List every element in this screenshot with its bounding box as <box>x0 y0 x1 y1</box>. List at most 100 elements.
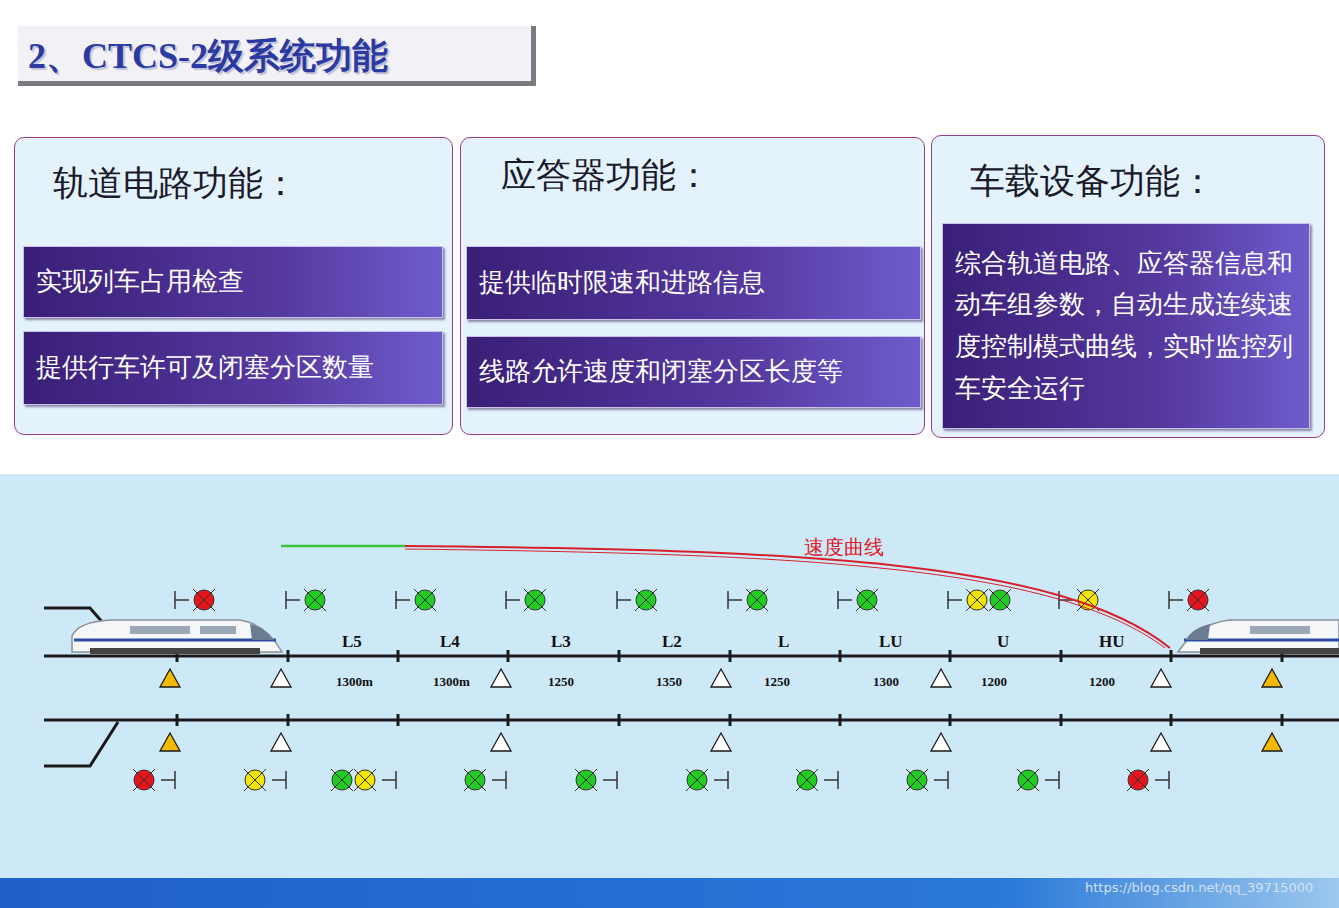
balise-symbol <box>491 669 511 687</box>
signal-lamp <box>525 590 545 610</box>
signal-cross <box>193 589 215 611</box>
signal-cross <box>244 769 266 791</box>
section-ticks <box>177 650 1282 726</box>
balise-symbol <box>1262 669 1282 687</box>
signal-post <box>948 599 962 601</box>
signal-lamp <box>1188 590 1208 610</box>
signal-cross <box>796 769 818 791</box>
signal-post <box>838 599 852 601</box>
title-banner: 2、CTCS-2级系统功能 <box>18 26 536 86</box>
signal-cross <box>354 769 376 791</box>
section-name: L3 <box>551 632 571 652</box>
function-box: 提供行车许可及闭塞分区数量 <box>23 331 443 405</box>
function-panel: 轨道电路功能： 实现列车占用检查提供行车许可及闭塞分区数量 <box>14 137 453 435</box>
track-line <box>44 719 1339 722</box>
section-length: 1350 <box>656 674 682 690</box>
section-name: L4 <box>440 632 460 652</box>
signal-cross <box>304 589 326 611</box>
section-tick <box>176 714 179 726</box>
signal-cross <box>746 589 768 611</box>
balise-symbol <box>271 669 291 687</box>
panel-heading: 轨道电路功能： <box>53 160 298 207</box>
signal-lamp <box>907 770 927 790</box>
signal-cross <box>1017 769 1039 791</box>
signal-cross <box>331 769 353 791</box>
signal-cross <box>304 589 326 611</box>
signal-lamp <box>1018 770 1038 790</box>
section-length: 1300 <box>873 674 899 690</box>
signal-cross <box>1127 769 1149 791</box>
section-name: LU <box>879 632 903 652</box>
balise-symbol <box>271 733 291 751</box>
section-tick <box>507 650 510 662</box>
function-panel: 车载设备功能： 综合轨道电路、应答器信息和动车组参数，自动生成连续速度控制模式曲线… <box>931 135 1325 438</box>
signal-lamp <box>687 770 707 790</box>
section-tick <box>618 650 621 662</box>
signal-cross <box>244 769 266 791</box>
signal-lamp <box>194 590 214 610</box>
signal-cross <box>414 589 436 611</box>
balise-symbol <box>491 733 511 751</box>
signal-post <box>272 779 286 781</box>
signal-lamp <box>747 590 767 610</box>
balise-symbol <box>1262 733 1282 751</box>
section-tick <box>1060 650 1063 662</box>
section-length: 1200 <box>1089 674 1115 690</box>
section-length: 1300m <box>336 674 373 690</box>
signal-lamp <box>245 770 265 790</box>
signal-cross <box>575 769 597 791</box>
signal-cross <box>464 769 486 791</box>
curve-label: 速度曲线 <box>804 534 884 561</box>
signal-cross <box>966 589 988 611</box>
signal-post <box>175 599 189 601</box>
signal-cross <box>686 769 708 791</box>
signal-cross <box>966 589 988 611</box>
signal-cross <box>686 769 708 791</box>
balise-symbol <box>711 669 731 687</box>
balise-symbol <box>160 733 180 751</box>
signal-cross <box>1127 769 1149 791</box>
signal-cross <box>575 769 597 791</box>
signal-post <box>603 779 617 781</box>
signal-lamp <box>857 590 877 610</box>
section-tick <box>618 714 621 726</box>
section-name: L2 <box>662 632 682 652</box>
signal-cross <box>989 589 1011 611</box>
section-tick <box>1060 714 1063 726</box>
signal-lamp <box>797 770 817 790</box>
section-length: 1250 <box>764 674 790 690</box>
signal-cross <box>1187 589 1209 611</box>
signal-post <box>492 779 506 781</box>
section-length: 1200 <box>981 674 1007 690</box>
signal-cross <box>524 589 546 611</box>
signal-post <box>1155 779 1169 781</box>
box-text: 实现列车占用检查 <box>36 261 244 303</box>
function-box: 实现列车占用检查 <box>23 246 443 318</box>
signal-cross <box>906 769 928 791</box>
signal-cross <box>133 769 155 791</box>
signal-cross <box>856 589 878 611</box>
function-box: 综合轨道电路、应答器信息和动车组参数，自动生成连续速度控制模式曲线，实时监控列车… <box>942 223 1310 429</box>
balise-symbol <box>160 669 180 687</box>
section-name: L5 <box>342 632 362 652</box>
signal-cross <box>133 769 155 791</box>
signal-lamp <box>636 590 656 610</box>
signal-lamp <box>305 590 325 610</box>
signal-post <box>396 599 410 601</box>
function-box: 提供临时限速和进路信息 <box>466 246 921 320</box>
signal-cross <box>331 769 353 791</box>
balise-symbol <box>931 669 951 687</box>
signal-post <box>617 599 631 601</box>
signal-cross <box>1017 769 1039 791</box>
signal-post <box>506 599 520 601</box>
section-tick <box>1170 714 1173 726</box>
function-panel: 应答器功能：提供临时限速和进路信息线路允许速度和闭塞分区长度等 <box>460 137 925 435</box>
section-tick <box>397 650 400 662</box>
speed-curve-green <box>281 545 405 548</box>
signal-lamp <box>134 770 154 790</box>
section-tick <box>287 650 290 662</box>
signal-lamp <box>415 590 435 610</box>
panel-heading: 车载设备功能： <box>970 158 1215 205</box>
siding-line <box>44 722 118 766</box>
box-text: 提供行车许可及闭塞分区数量 <box>36 347 374 389</box>
